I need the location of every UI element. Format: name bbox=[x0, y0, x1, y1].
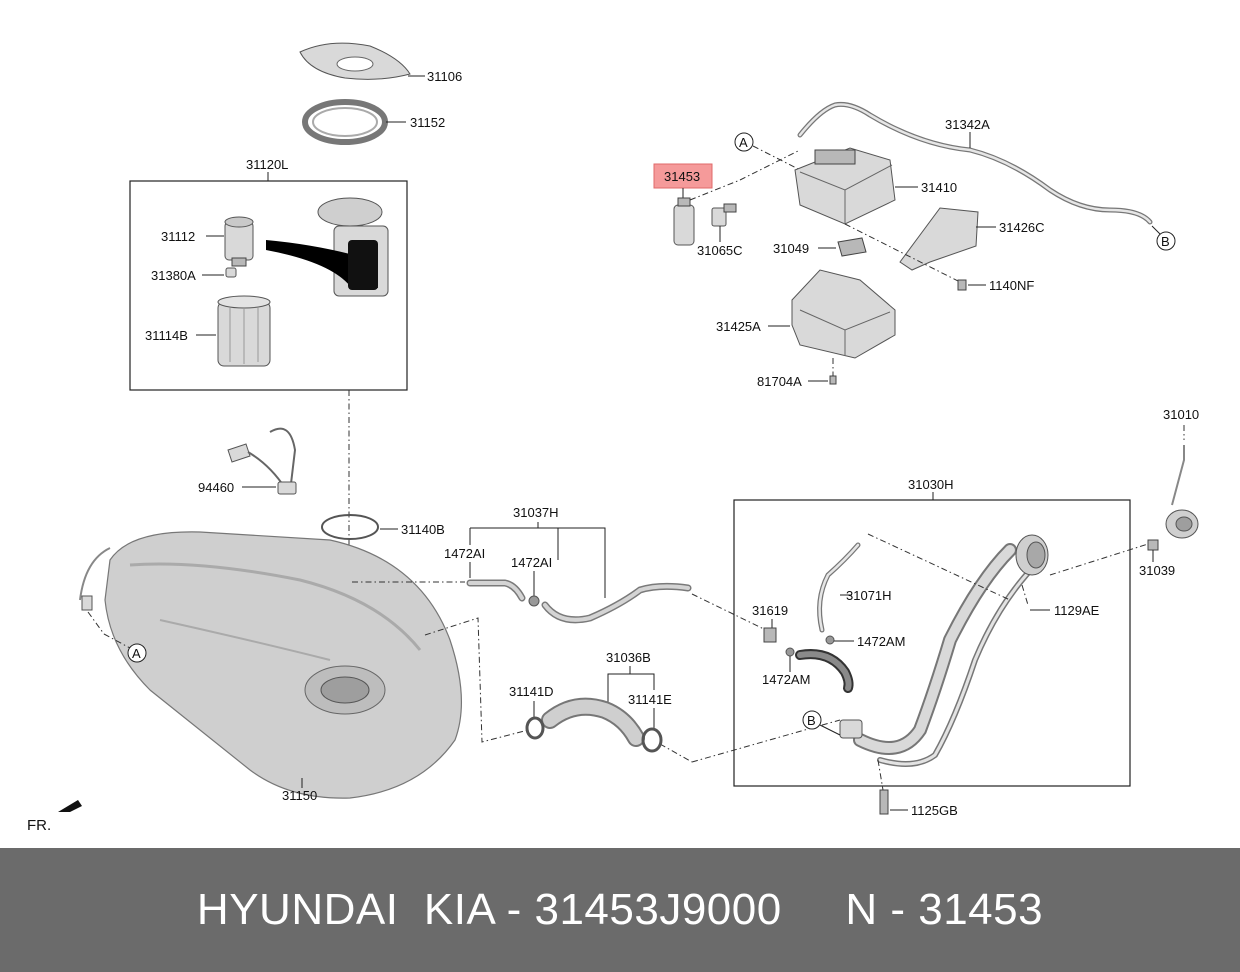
label-31114b: 31114B bbox=[145, 328, 188, 343]
front-arrow-icon bbox=[58, 800, 82, 812]
label-31112: 31112 bbox=[161, 229, 195, 244]
label-31030h: 31030H bbox=[908, 477, 954, 492]
part-31425a-bracket bbox=[791, 269, 896, 359]
part-number-footer: HYUNDAI KIA - 31453J9000 N - 31453 bbox=[0, 848, 1240, 972]
label-1472am-b: 1472AM bbox=[762, 672, 810, 687]
part-31152-lock-ring bbox=[302, 99, 388, 145]
label-31410: 31410 bbox=[921, 180, 957, 195]
part-31114b-filter bbox=[217, 295, 271, 367]
ref-b-bottom-letter: B bbox=[807, 713, 816, 728]
part-31619-connector bbox=[763, 627, 777, 643]
assembly-box-31030h bbox=[733, 499, 1131, 787]
part-94460-level-sender bbox=[227, 427, 297, 495]
label-31120l: 31120L bbox=[246, 157, 288, 172]
ref-a-top bbox=[734, 132, 754, 152]
label-31039: 31039 bbox=[1139, 563, 1175, 578]
part-1140nf-bolt bbox=[957, 279, 967, 291]
label-1472ai-b: 1472AI bbox=[511, 555, 552, 570]
part-1125gb-bolt bbox=[879, 789, 889, 815]
part-31010-fuel-cap bbox=[1165, 509, 1199, 539]
part-31410-canister bbox=[794, 147, 896, 225]
label-1125gb: 1125GB bbox=[911, 803, 958, 818]
ref-a-bottom bbox=[127, 643, 147, 663]
label-31037h: 31037H bbox=[513, 505, 559, 520]
assembly-box-31120l bbox=[129, 180, 408, 391]
label-31150: 31150 bbox=[282, 788, 317, 803]
ref-a-top-letter: A bbox=[739, 135, 748, 150]
part-31141e-clamp bbox=[641, 727, 663, 753]
label-31140b: 31140B bbox=[401, 522, 445, 537]
part-31141d-clamp bbox=[525, 716, 545, 740]
part-31065c-valve bbox=[711, 203, 737, 227]
part-81704a-clip bbox=[829, 375, 837, 385]
ref-b-bottom bbox=[802, 710, 822, 730]
label-81704a: 81704A bbox=[757, 374, 802, 389]
label-31152: 31152 bbox=[410, 115, 445, 130]
footer-part-number-text: HYUNDAI KIA - 31453J9000 N - 31453 bbox=[196, 885, 1044, 934]
ref-a-bottom-letter: A bbox=[132, 646, 141, 661]
label-31380a: 31380A bbox=[151, 268, 196, 283]
label-31106: 31106 bbox=[427, 69, 462, 84]
ref-b-top-letter: B bbox=[1161, 234, 1170, 249]
part-31380a-clip bbox=[225, 267, 237, 278]
part-31150-fuel-tank bbox=[79, 531, 463, 799]
part-31112-fuel-pump bbox=[224, 216, 254, 267]
part-31071h-hose bbox=[817, 542, 861, 633]
label-31141e: 31141E bbox=[628, 692, 672, 707]
label-31342a: 31342A bbox=[945, 117, 990, 132]
label-31049: 31049 bbox=[773, 241, 809, 256]
label-1472ai-a: 1472AI bbox=[444, 546, 485, 561]
label-1140nf: 1140NF bbox=[989, 278, 1034, 293]
part-pump-module-assembly bbox=[266, 197, 389, 297]
label-1472am-a: 1472AM bbox=[857, 634, 905, 649]
part-31030h-filler-neck bbox=[839, 534, 1049, 767]
label-31619: 31619 bbox=[752, 603, 788, 618]
label-31010: 31010 bbox=[1163, 407, 1199, 422]
part-31106-cover-plate bbox=[299, 42, 411, 80]
part-31426c-bracket bbox=[899, 207, 979, 271]
part-31039-bolt bbox=[1147, 539, 1159, 551]
exploded-parts-diagram: 31106 31152 31120L 31112 31380A 31114B bbox=[27, 42, 1199, 834]
label-31453: 31453 bbox=[664, 169, 700, 184]
label-31071h: 31071H bbox=[846, 588, 892, 603]
part-31049-pad bbox=[837, 237, 867, 257]
label-31065c: 31065C bbox=[697, 243, 743, 258]
label-1129ae: 1129AE bbox=[1054, 603, 1100, 618]
part-31036b-hose bbox=[541, 697, 645, 747]
label-94460: 94460 bbox=[198, 480, 234, 495]
part-1472am-clip-b bbox=[785, 647, 795, 657]
part-31140b-gasket bbox=[321, 514, 379, 540]
part-1472am-clip-a bbox=[825, 635, 835, 645]
part-31453-filter-highlighted bbox=[673, 197, 695, 246]
label-31036b: 31036B bbox=[606, 650, 651, 665]
front-marker: FR. bbox=[27, 817, 51, 834]
highlight-31453 bbox=[653, 163, 713, 189]
part-31037h-hose bbox=[466, 579, 692, 624]
label-31426c: 31426C bbox=[999, 220, 1045, 235]
part-31342a-vent-tube bbox=[797, 102, 1153, 225]
label-31141d: 31141D bbox=[509, 684, 554, 699]
part-elbow-hose bbox=[795, 649, 854, 693]
ref-b-top bbox=[1156, 231, 1176, 251]
label-31425a: 31425A bbox=[716, 319, 761, 334]
